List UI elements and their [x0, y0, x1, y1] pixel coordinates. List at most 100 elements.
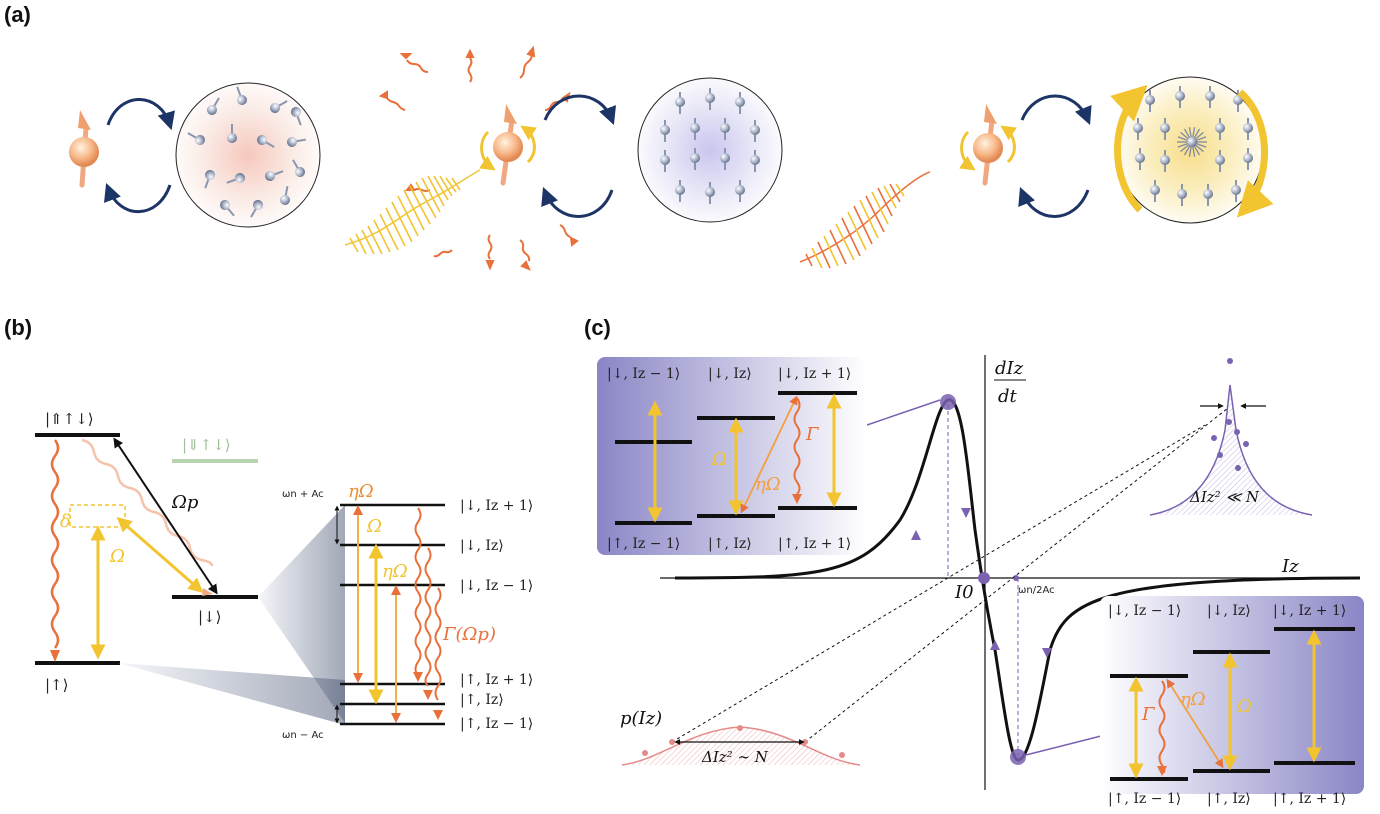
zoom-cone-bottom	[118, 663, 345, 725]
nuclear-spin	[660, 120, 670, 142]
hyperfine-ladder: |↓, Iz + 1⟩ |↓, Iz⟩ |↓, Iz − 1⟩ |↑, Iz +…	[282, 481, 533, 741]
dIz-dt-curve	[674, 398, 1361, 762]
nuclear-spin	[675, 92, 685, 114]
nuclear-spin	[1243, 148, 1253, 170]
transfer-arrow-out-3	[1018, 186, 1090, 218]
scene-1	[69, 82, 321, 228]
inset-right-top-2: |↓, Iz⟩	[1207, 603, 1251, 619]
omega-ratio-point	[1013, 575, 1019, 581]
nuclear-spin	[705, 182, 715, 204]
wide-variance-label: ΔIz² ∼ N	[701, 748, 769, 766]
ladder-level-4: |↑, Iz + 1⟩	[460, 672, 533, 688]
rotation-arrow-left-2	[479, 130, 496, 171]
inset-left-top-1: |↓, Iz − 1⟩	[607, 366, 680, 382]
nuclear-spin	[1150, 180, 1160, 202]
precessing-spin-fan	[1177, 127, 1207, 157]
nuclear-bath-polarized	[637, 77, 783, 223]
detuning-box	[69, 504, 126, 528]
inset-right-omega: Ω	[1236, 696, 1252, 717]
x-label: Iz	[1281, 556, 1299, 577]
nuclear-bath-disordered	[175, 82, 321, 228]
dark-trion-label: |⇓↑↓⟩	[182, 436, 231, 454]
inset-left-eta-omega: ηΩ	[755, 474, 781, 495]
panel-c-label: (c)	[584, 315, 611, 340]
eta-omega-mid-label: ηΩ	[382, 561, 408, 582]
i0-fixed-point	[978, 572, 990, 584]
nuclear-spin	[1205, 86, 1215, 108]
nuclear-spins-disordered	[187, 86, 306, 218]
nuclear-spin	[1203, 184, 1213, 206]
nuclear-spin	[705, 88, 715, 110]
emitted-photons-2	[378, 45, 579, 271]
wide-distribution: p(Iz) ΔIz² ∼ N	[620, 708, 861, 766]
inset-right-gamma: Γ	[1141, 704, 1156, 725]
trough-marker	[1010, 749, 1026, 765]
nuclear-spin	[1177, 184, 1187, 206]
nuclear-spin	[750, 120, 760, 142]
nuclear-spin	[1135, 148, 1145, 170]
inset-left-bg	[597, 357, 867, 555]
lower-edge-label: ωn − Ac	[282, 730, 324, 741]
transfer-arrow-in-3	[1020, 94, 1092, 126]
projection-lines	[671, 407, 1229, 743]
nuclear-spin	[675, 180, 685, 202]
nuclear-spin	[750, 150, 760, 172]
nuclear-spin	[1215, 150, 1225, 172]
omega-label: Ω	[109, 546, 125, 567]
rotation-arrow-left-3	[959, 130, 976, 171]
upper-edge-label: ωn + Ac	[282, 489, 324, 500]
nuclear-spin	[720, 148, 730, 170]
p-iz-label: p(Iz)	[620, 708, 662, 729]
nuclear-spin	[1243, 118, 1253, 140]
inset-right-eta-omega: ηΩ	[1180, 689, 1206, 710]
nuclear-spin	[735, 180, 745, 202]
down-label: |↓⟩	[198, 608, 221, 626]
narrow-distribution: ΔIz² ≪ N	[1149, 358, 1313, 516]
rotation-arrow-right-2	[520, 125, 537, 164]
ladder-level-3: |↓, Iz − 1⟩	[460, 578, 533, 594]
transfer-arrow-out-2	[541, 186, 614, 218]
omega-p-label: Ωp	[171, 492, 199, 513]
electron-spin-1	[69, 110, 99, 188]
omega-ratio-label: ωn/2Ac	[1018, 585, 1055, 596]
decay-wavy-up	[50, 439, 60, 649]
up-label: |↑⟩	[45, 676, 68, 694]
y-label-den: dt	[998, 386, 1018, 407]
laser-pulse-orange	[799, 171, 931, 269]
nuclear-spin	[1233, 90, 1243, 112]
inset-left-bottom-3: |↑, Iz + 1⟩	[778, 536, 851, 552]
panel-b-label: (b)	[4, 315, 32, 340]
omega-ladder-label: Ω	[366, 516, 382, 537]
nuclear-spins-polarized	[660, 88, 760, 204]
i0-label: I0	[954, 582, 974, 603]
gamma-label: Γ(Ωp)	[442, 624, 496, 645]
nuclear-spin	[1160, 118, 1170, 140]
peak-marker	[940, 394, 956, 410]
inset-right: |↓, Iz − 1⟩ |↓, Iz⟩ |↓, Iz + 1⟩ |↑, Iz −…	[1100, 596, 1364, 807]
electron-spin-2	[493, 104, 523, 186]
rotation-arrow-right-3	[1000, 125, 1017, 164]
inset-left-top-3: |↓, Iz + 1⟩	[778, 366, 851, 382]
panel-a-label: (a)	[4, 2, 31, 27]
gamma-decays	[414, 507, 442, 701]
zoom-cone-top	[258, 505, 345, 723]
ladder-level-1: |↓, Iz + 1⟩	[460, 498, 533, 514]
nuclear-spin	[735, 92, 745, 114]
inset-right-bottom-2: |↑, Iz⟩	[1207, 791, 1251, 807]
transfer-arrow-out-1	[104, 182, 172, 214]
inset-left-top-2: |↓, Iz⟩	[708, 366, 752, 382]
omega-drive-down	[116, 517, 204, 593]
nuclear-spin	[660, 150, 670, 172]
delta-label: δ	[60, 511, 71, 532]
inset-right-bottom-3: |↑, Iz + 1⟩	[1273, 791, 1346, 807]
inset-left-pointer	[866, 399, 941, 426]
nuclear-spin	[1215, 118, 1225, 140]
ladder-level-2: |↓, Iz⟩	[460, 538, 504, 554]
transfer-arrow-in-2	[543, 94, 616, 126]
inset-right-top-3: |↓, Iz + 1⟩	[1273, 603, 1346, 619]
inset-right-pointer	[1025, 734, 1106, 756]
eta-omega-top-label: ηΩ	[348, 481, 374, 502]
inset-left: |↓, Iz − 1⟩ |↓, Iz⟩ |↓, Iz + 1⟩ |↑, Iz −…	[597, 357, 867, 555]
nuclear-spin	[1133, 118, 1143, 140]
